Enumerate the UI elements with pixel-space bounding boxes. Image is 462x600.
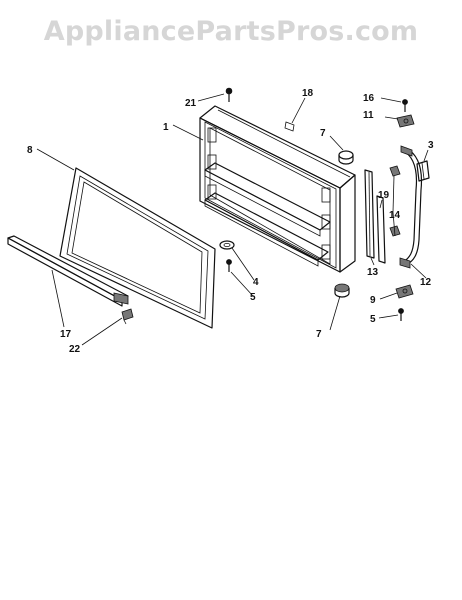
right-screw — [398, 308, 404, 321]
callout-7-bottom: 7 — [316, 329, 322, 340]
handle-insert — [376, 195, 386, 264]
callout-5-left: 5 — [250, 292, 256, 303]
handle-spacers — [389, 165, 401, 237]
callout-7-top: 7 — [320, 128, 326, 139]
trim-strip — [7, 235, 129, 307]
callout-12: 12 — [420, 277, 432, 288]
callout-11: 11 — [363, 110, 374, 121]
watermark: AppliancePartsPros.com — [43, 16, 419, 47]
bottom-bumper — [334, 283, 350, 298]
callout-4: 4 — [253, 277, 259, 288]
handle-strip — [364, 169, 375, 259]
callout-19: 19 — [378, 190, 390, 201]
door-label — [284, 121, 295, 132]
top-bumper — [338, 150, 354, 165]
left-screw — [226, 259, 232, 272]
door-handle — [399, 145, 423, 269]
lower-bracket — [219, 240, 235, 250]
door-gasket — [59, 167, 216, 329]
handle-cap — [416, 160, 430, 182]
leader-lines — [36, 93, 429, 346]
callout-9: 9 — [370, 295, 376, 306]
top-hinge — [396, 99, 415, 128]
callout-21: 21 — [185, 98, 197, 109]
callout-18: 18 — [302, 88, 314, 99]
callout-22: 22 — [69, 344, 81, 355]
callout-5-right: 5 — [370, 314, 376, 325]
door-assembly — [199, 105, 356, 273]
callout-17: 17 — [60, 329, 72, 340]
callout-8: 8 — [27, 145, 33, 156]
top-screw — [225, 87, 233, 102]
callout-14: 14 — [389, 210, 401, 221]
callout-1: 1 — [163, 122, 169, 133]
trim-clip — [121, 308, 134, 325]
callout-3: 3 — [428, 140, 434, 151]
bottom-hinge — [395, 284, 414, 299]
callout-13: 13 — [367, 267, 379, 278]
callout-16: 16 — [363, 93, 375, 104]
